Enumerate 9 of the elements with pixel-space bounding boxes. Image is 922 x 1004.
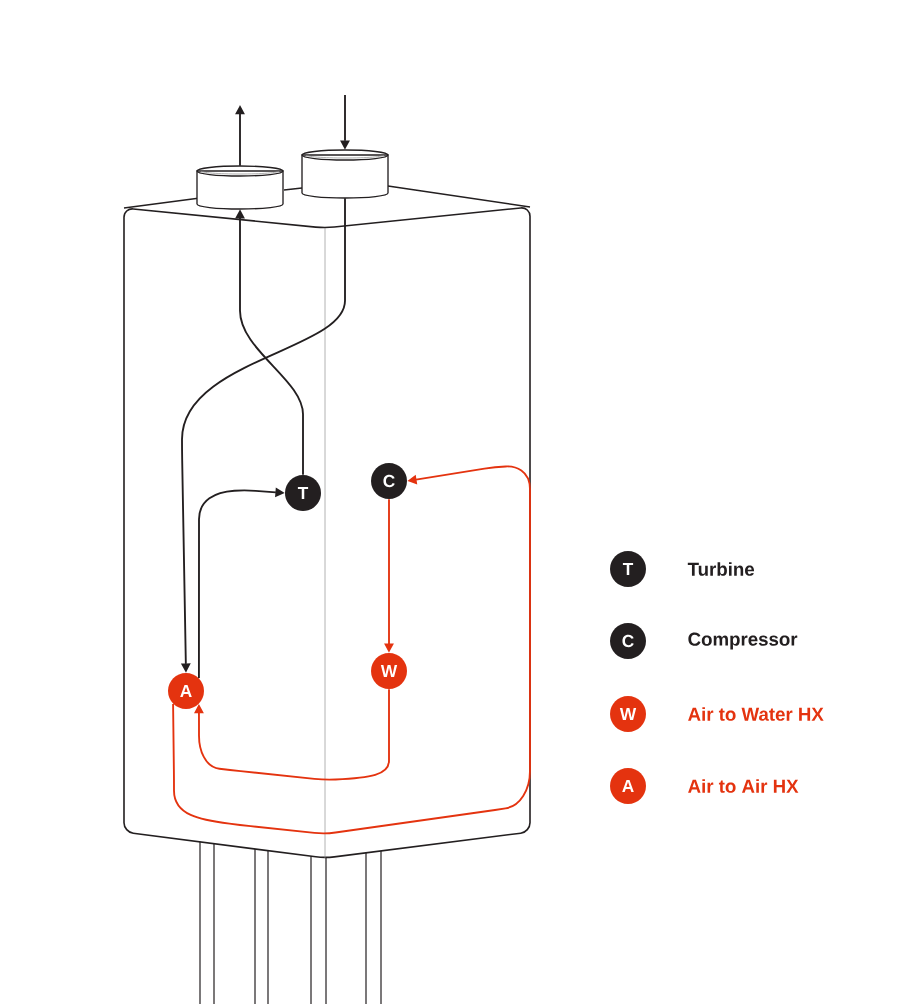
pipe-stub <box>196 165 284 210</box>
legend-text: Compressor <box>688 632 798 650</box>
unit-cabinet <box>123 185 531 859</box>
legend-text: Air to Water HX <box>688 707 824 721</box>
legend-text: Turbine <box>687 562 755 576</box>
pipe-stub <box>301 149 389 199</box>
flow-arrow <box>172 465 531 835</box>
legend-text: Air to Air HX <box>688 779 799 793</box>
flow-arrow <box>194 688 390 781</box>
